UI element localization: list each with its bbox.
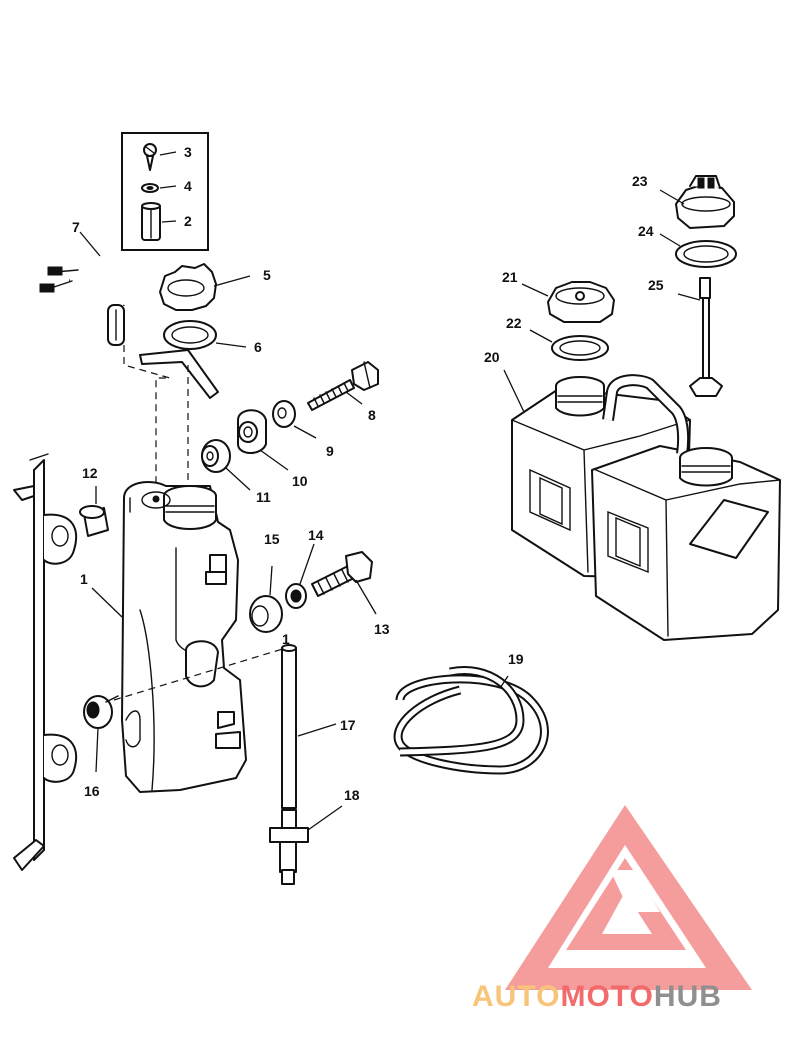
callout-10: 10 [292, 473, 308, 489]
callout-24: 24 [638, 223, 654, 239]
gasket-part-24 [659, 233, 737, 268]
grommet-part-15 [249, 565, 283, 633]
mounting-bracket [13, 453, 78, 871]
watermark-word-auto: AUTO [472, 980, 560, 1013]
callout-20: 20 [484, 349, 500, 365]
callout-12: 12 [82, 465, 98, 481]
callout-9: 9 [326, 443, 334, 459]
bolt-part-13 [311, 551, 377, 615]
callout-1b: 1 [282, 631, 290, 647]
callout-3: 3 [184, 144, 192, 160]
grommet-part-16 [83, 695, 119, 773]
grommet-part-10 [237, 409, 289, 471]
callout-17: 17 [340, 717, 356, 733]
callout-labels: 3 4 2 7 5 6 8 9 10 11 12 1 1 15 14 13 16… [72, 144, 664, 803]
watermark-word-hub: HUB [654, 980, 722, 1013]
callout-11: 11 [256, 489, 271, 505]
fitting-part-18 [269, 805, 343, 885]
bolt-part-8 [307, 361, 379, 411]
filler-cap-part-5 [159, 263, 251, 311]
hose-part-19 [393, 666, 549, 775]
pickup-tube-part-25 [677, 277, 723, 397]
callout-5: 5 [263, 267, 271, 283]
callout-4: 4 [184, 178, 192, 194]
callout-25: 25 [648, 277, 664, 293]
callout-23: 23 [632, 173, 648, 189]
watermark-text: AUTOMOTOHUB [472, 980, 722, 1013]
watermark-word-moto: MOTO [560, 980, 653, 1013]
callout-6: 6 [254, 339, 262, 355]
callout-7: 7 [72, 219, 80, 235]
grommet-part-11 [201, 439, 251, 491]
bushing-part-2 [141, 202, 161, 241]
bushing-part-12 [79, 486, 109, 537]
sender-wire-part-7 [39, 231, 135, 346]
washer-part-9 [272, 400, 317, 439]
gasket-part-22 [529, 329, 609, 361]
tube-part-17 [281, 644, 337, 809]
callout-22: 22 [506, 315, 522, 331]
callout-21: 21 [502, 269, 518, 285]
callout-14: 14 [308, 527, 324, 543]
callout-19: 19 [508, 651, 524, 667]
automotohub-logo [505, 805, 752, 990]
callout-1a: 1 [80, 571, 88, 587]
oil-reservoir-part-1 [91, 481, 247, 793]
callout-15: 15 [264, 531, 280, 547]
callout-13: 13 [374, 621, 390, 637]
callout-2: 2 [184, 213, 192, 229]
tank-cap-part-21 [521, 281, 615, 323]
washer-part-4 [141, 183, 159, 193]
screw-part-3 [143, 143, 157, 171]
hardware-detail-box [121, 132, 209, 251]
oil-tank-part-20 [503, 369, 781, 641]
callout-16: 16 [84, 783, 100, 799]
gasket-part-6 [139, 320, 247, 399]
callout-18: 18 [344, 787, 360, 803]
sender-part-23 [659, 175, 735, 229]
callout-8: 8 [368, 407, 376, 423]
washer-part-14 [285, 543, 315, 609]
